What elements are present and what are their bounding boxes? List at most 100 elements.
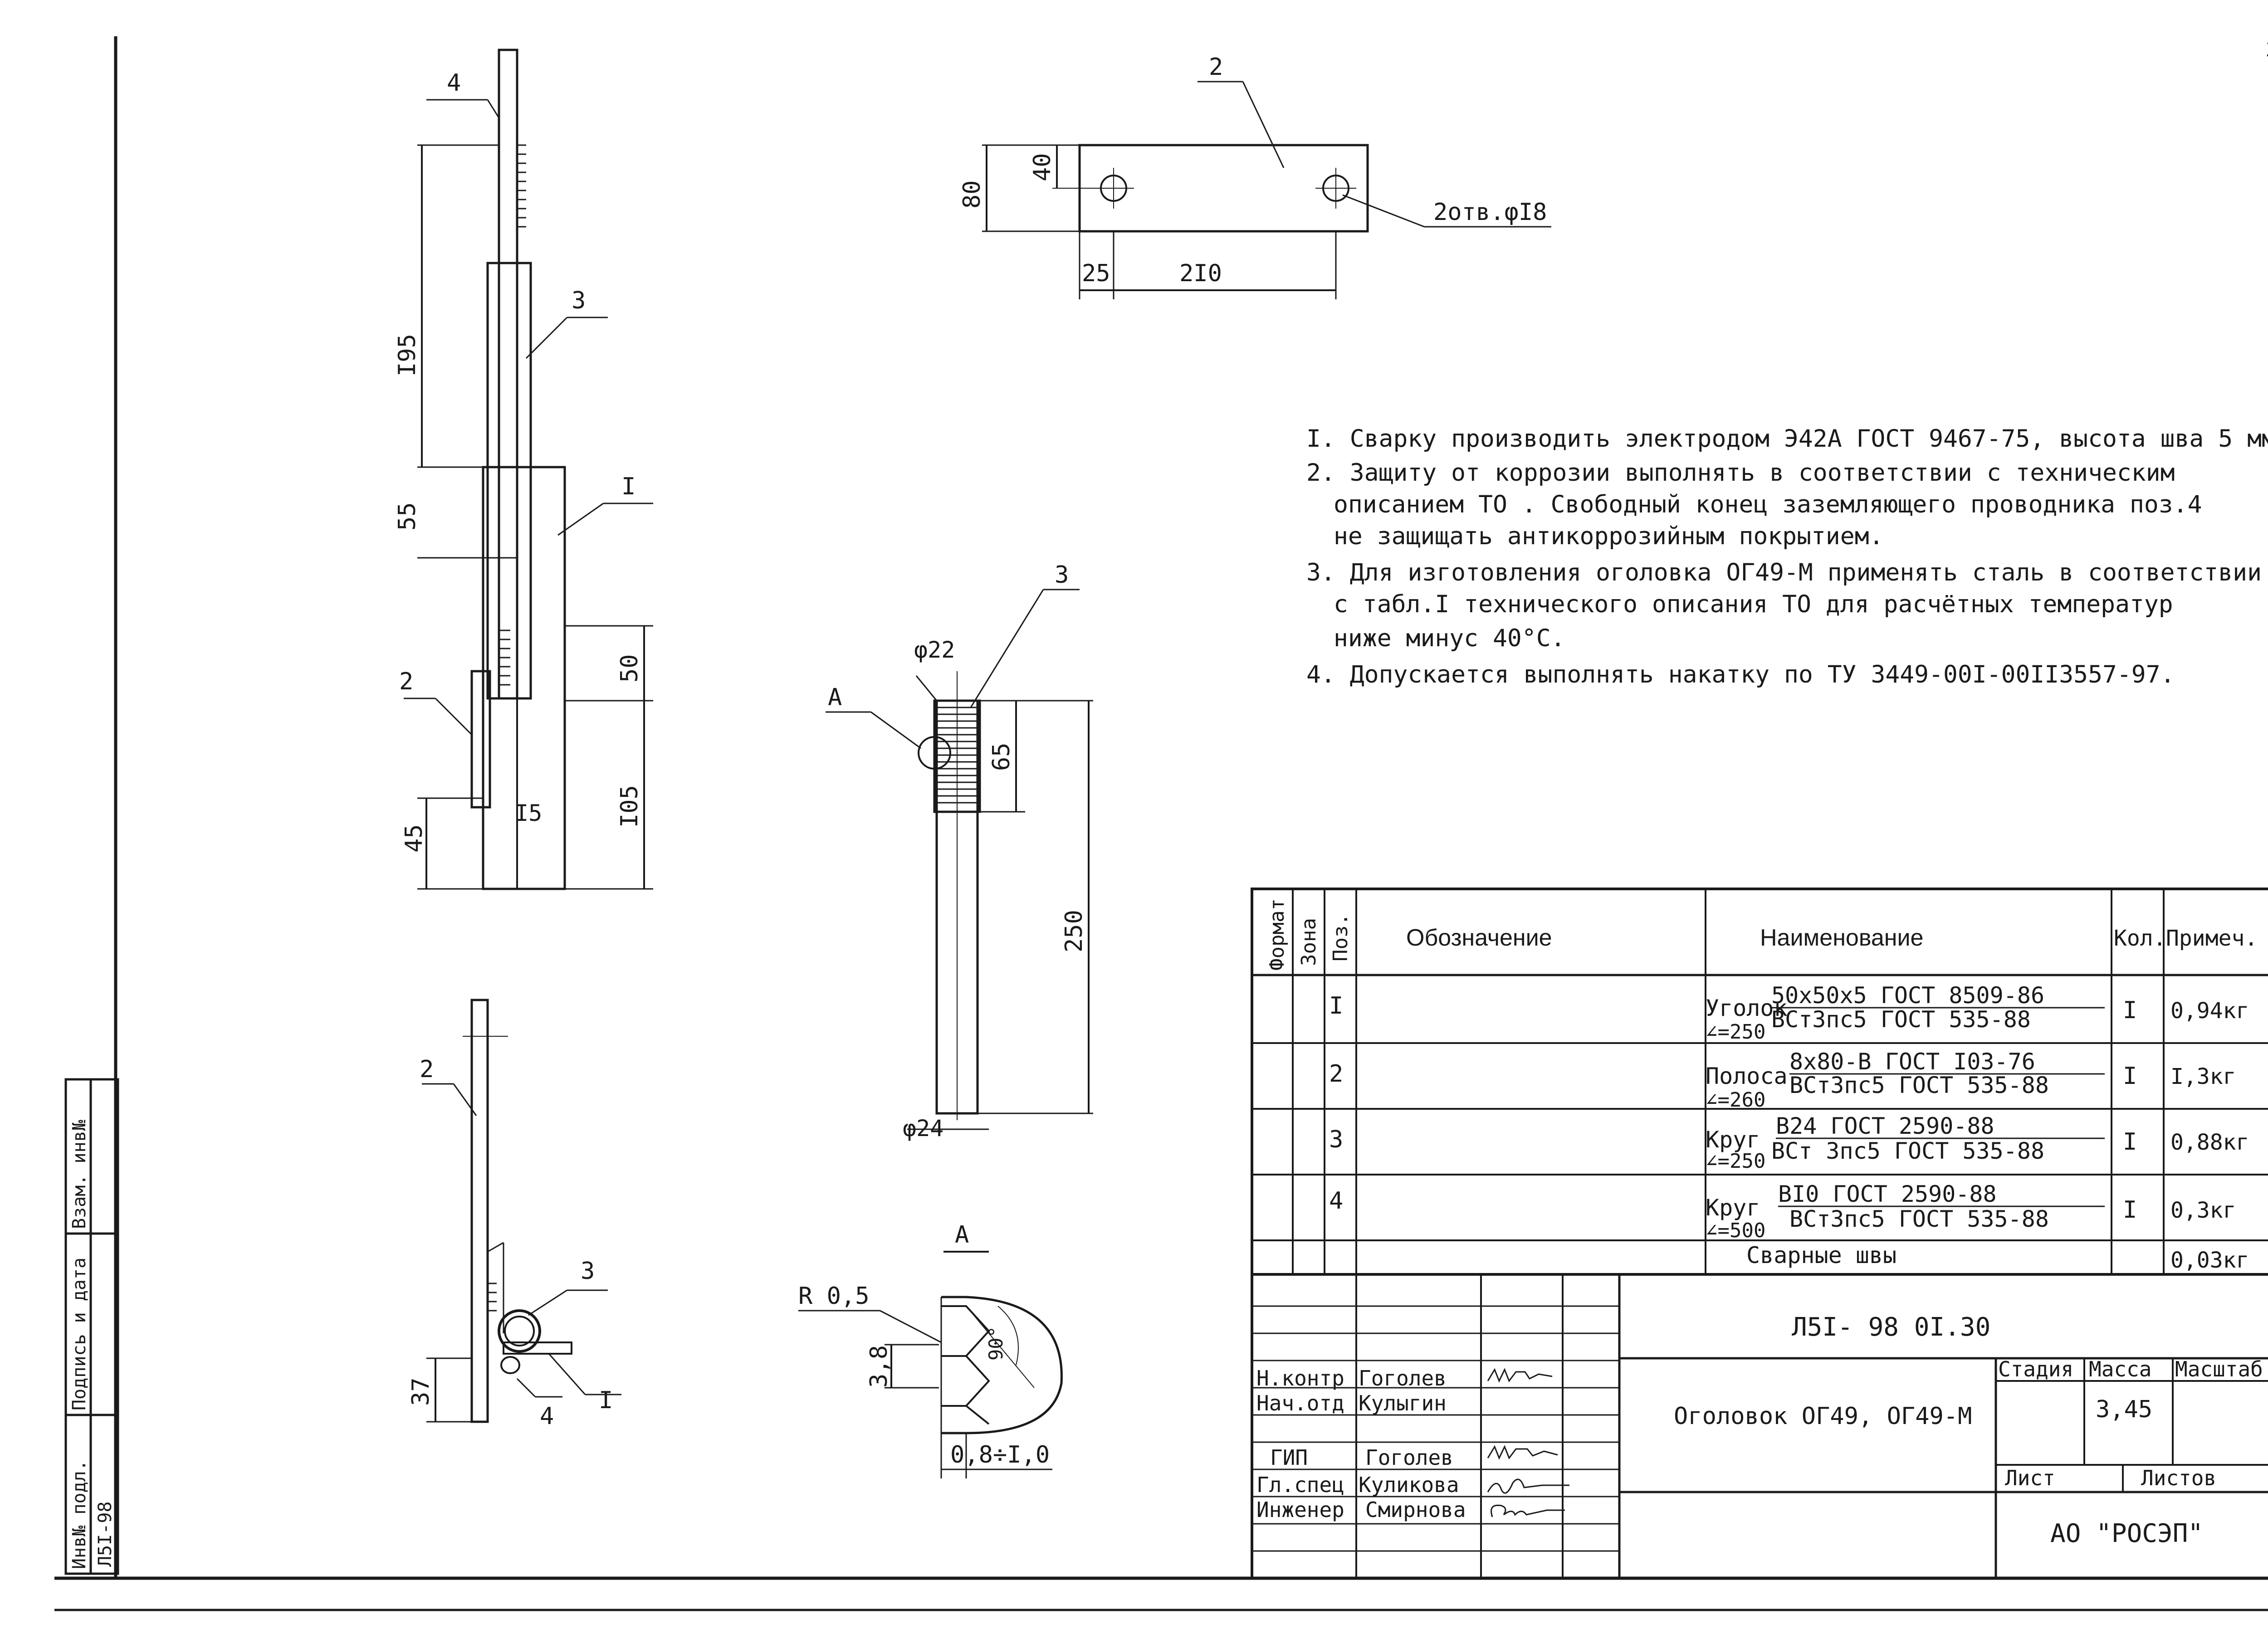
plate-dim-80: 80 [958, 180, 986, 209]
side-label-pos1: I [621, 473, 635, 500]
spec-row-2-lower: ВСт3пс5 ГОСТ 535-88 [1789, 1072, 2049, 1098]
spec-row-1-length: ∠=250 [1706, 1020, 1765, 1044]
signer-3-role: ГИП [1270, 1445, 1308, 1470]
title-name: Оголовок ОГ49, ОГ49-М [1674, 1403, 1972, 1430]
plate-dim-40: 40 [1029, 153, 1056, 181]
rod-view: 3 A φ22 65 250 φ24 [826, 561, 1093, 1141]
detail-a-depth: 3,8 [865, 1345, 893, 1388]
side-strip-inv-value: Л5I-98 [95, 1502, 116, 1567]
spec-row-1: I Уголок 50х50х5 ГОСТ 8509-86 ВСт3пс5 ГО… [1329, 982, 2249, 1044]
spec-row-4-qty: I [2123, 1196, 2137, 1224]
rod-dim-65: 65 [988, 742, 1015, 771]
spec-row-4-length: ∠=500 [1706, 1219, 1765, 1242]
rod-dim-250: 250 [1061, 910, 1088, 952]
signer-5-signature [1491, 1504, 1565, 1517]
spec-row-3-lower: ВСт 3пс5 ГОСТ 535-88 [1771, 1138, 2044, 1164]
detail-a: A R 0,5 3,8 90° 0,8÷I,0 [798, 1221, 1063, 1478]
rod-dim-d22: φ22 [914, 637, 955, 663]
bottom-label-pos2: 2 [420, 1056, 434, 1083]
sheet-corner-number: 3 [2266, 39, 2268, 62]
spec-header-designation: Обозначение [1406, 925, 1552, 951]
side-label-pos4: 4 [447, 69, 461, 97]
spec-row-4-upper: ВI0 ГОСТ 2590-88 [1778, 1181, 1997, 1207]
signer-3-name: Гоголев [1365, 1445, 1453, 1470]
title-company: АО "РОСЭП" [2050, 1519, 2203, 1548]
side-view-assembly: 4 3 I 2 I95 55 50 I05 45 I5 [394, 49, 653, 890]
spec-row-2-name: Полоса [1706, 1063, 1788, 1089]
detail-a-angle: 90° [985, 1326, 1007, 1361]
rod-label-pos3: 3 [1055, 561, 1069, 589]
title-doc-number: Л5I- 98 0I.30 [1792, 1312, 1990, 1342]
bottom-view: 2 3 4 I 37 [407, 999, 621, 1430]
signer-5: Инженер Смирнова [1256, 1497, 1565, 1522]
signer-1-name: Гоголев [1359, 1366, 1447, 1390]
spec-row-3-upper: В24 ГОСТ 2590-88 [1776, 1113, 1994, 1139]
spec-row-3-length: ∠=250 [1706, 1150, 1765, 1173]
spec-row-2-pos: 2 [1329, 1060, 1343, 1088]
signer-4: Гл.спец Куликова [1256, 1473, 1569, 1497]
plate-dim-25: 25 [1082, 260, 1110, 287]
note-line-8: 4. Допускается выполнять накатку по ТУ 3… [1306, 661, 2175, 688]
bottom-round-bar [498, 1309, 541, 1353]
note-line-5: 3. Для изготовления оголовка ОГ49-М прим… [1306, 559, 2262, 586]
bottom-label-pos4: 4 [540, 1403, 554, 1430]
bottom-dim-37: 37 [407, 1377, 435, 1406]
spec-row-2-length: ∠=260 [1706, 1088, 1765, 1112]
spec-row-4-lower: ВСт3пс5 ГОСТ 535-88 [1789, 1206, 2049, 1232]
title-mass-value: 3,45 [2096, 1396, 2152, 1423]
title-sheet-label: Лист [2005, 1466, 2055, 1490]
spec-row-1-upper: 50х50х5 ГОСТ 8509-86 [1771, 982, 2044, 1009]
spec-header-zone: Зона [1297, 918, 1320, 966]
signer-4-signature [1487, 1478, 1569, 1494]
spec-header-qty: Кол. [2114, 926, 2166, 951]
signer-4-role: Гл.спец [1256, 1473, 1344, 1497]
title-stage-label: Стадия [1998, 1357, 2073, 1381]
spec-row-4: 4 Круг ВI0 ГОСТ 2590-88 ВСт3пс5 ГОСТ 535… [1329, 1181, 2236, 1242]
side-dim-45: 45 [401, 824, 428, 853]
bottom-label-pos1: I [599, 1387, 613, 1414]
note-line-3: описанием ТО . Свободный конец заземляющ… [1334, 491, 2202, 518]
signer-2-role: Нач.отд [1256, 1391, 1344, 1415]
spec-header-name: Наименование [1760, 925, 1923, 951]
spec-row-1-qty: I [2123, 997, 2137, 1024]
side-strip: Инв№ подл. Подпись и дата Взам. инв№ Л5I… [64, 1078, 119, 1575]
side-dim-55: 55 [394, 502, 421, 531]
signer-4-name: Куликова [1359, 1473, 1459, 1497]
signer-1-signature [1487, 1368, 1553, 1383]
spec-row-4-pos: 4 [1329, 1187, 1343, 1215]
signer-2: Нач.отд Кулыгин [1256, 1391, 1447, 1415]
spec-row-2-upper: 8х80-В ГОСТ I03-76 [1789, 1049, 2035, 1075]
plate-holes-note: 2отв.φI8 [1433, 199, 1547, 226]
title-scale-label: Масштаб [2175, 1357, 2263, 1381]
spec-row-3-name: Круг [1706, 1127, 1760, 1153]
drawing-frame: 3 [54, 36, 2268, 1611]
side-dim-15: I5 [515, 800, 542, 826]
note-line-4: не защищать антикоррозийным покрытием. [1334, 522, 1884, 550]
note-line-2: 2. Защиту от коррозии выполнять в соотве… [1306, 459, 2175, 487]
side-label-pos3: 3 [572, 287, 586, 314]
spec-row-3-note: 0,88кг [2170, 1130, 2249, 1155]
knurl-zone-upper [517, 144, 526, 228]
signer-3-signature [1487, 1445, 1558, 1460]
plate-dim-210: 2I0 [1179, 260, 1222, 287]
spec-header-format: Формат [1266, 898, 1289, 971]
signer-3: ГИП Гоголев [1270, 1445, 1558, 1470]
detail-a-title: A [955, 1221, 969, 1249]
title-sheets-label: Листов [2141, 1466, 2216, 1490]
signer-5-role: Инженер [1256, 1497, 1344, 1522]
side-label-pos2: 2 [399, 668, 413, 695]
spec-row-3-pos: 3 [1329, 1126, 1343, 1153]
note-line-7: ниже минус 40°С. [1334, 624, 1565, 652]
spec-row-4-note: 0,3кг [2170, 1198, 2236, 1223]
signer-1-role: Н.контр [1256, 1366, 1344, 1390]
spec-row-2: 2 Полоса 8х80-В ГОСТ I03-76 ВСт3пс5 ГОСТ… [1329, 1049, 2236, 1112]
note-line-6: с табл.I технического описания ТО для ра… [1334, 590, 2173, 618]
side-dim-195: I95 [394, 334, 421, 376]
spec-row-2-qty: I [2123, 1063, 2137, 1090]
title-mass-label: Масса [2089, 1357, 2151, 1381]
spec-row-3: 3 Круг В24 ГОСТ 2590-88 ВСт 3пс5 ГОСТ 53… [1329, 1113, 2249, 1173]
rod-label-a: A [828, 684, 842, 711]
side-strip-vzam-inv: Взам. инв№ [69, 1120, 90, 1229]
bottom-label-pos3: 3 [581, 1258, 595, 1285]
side-dim-50: 50 [616, 654, 643, 683]
